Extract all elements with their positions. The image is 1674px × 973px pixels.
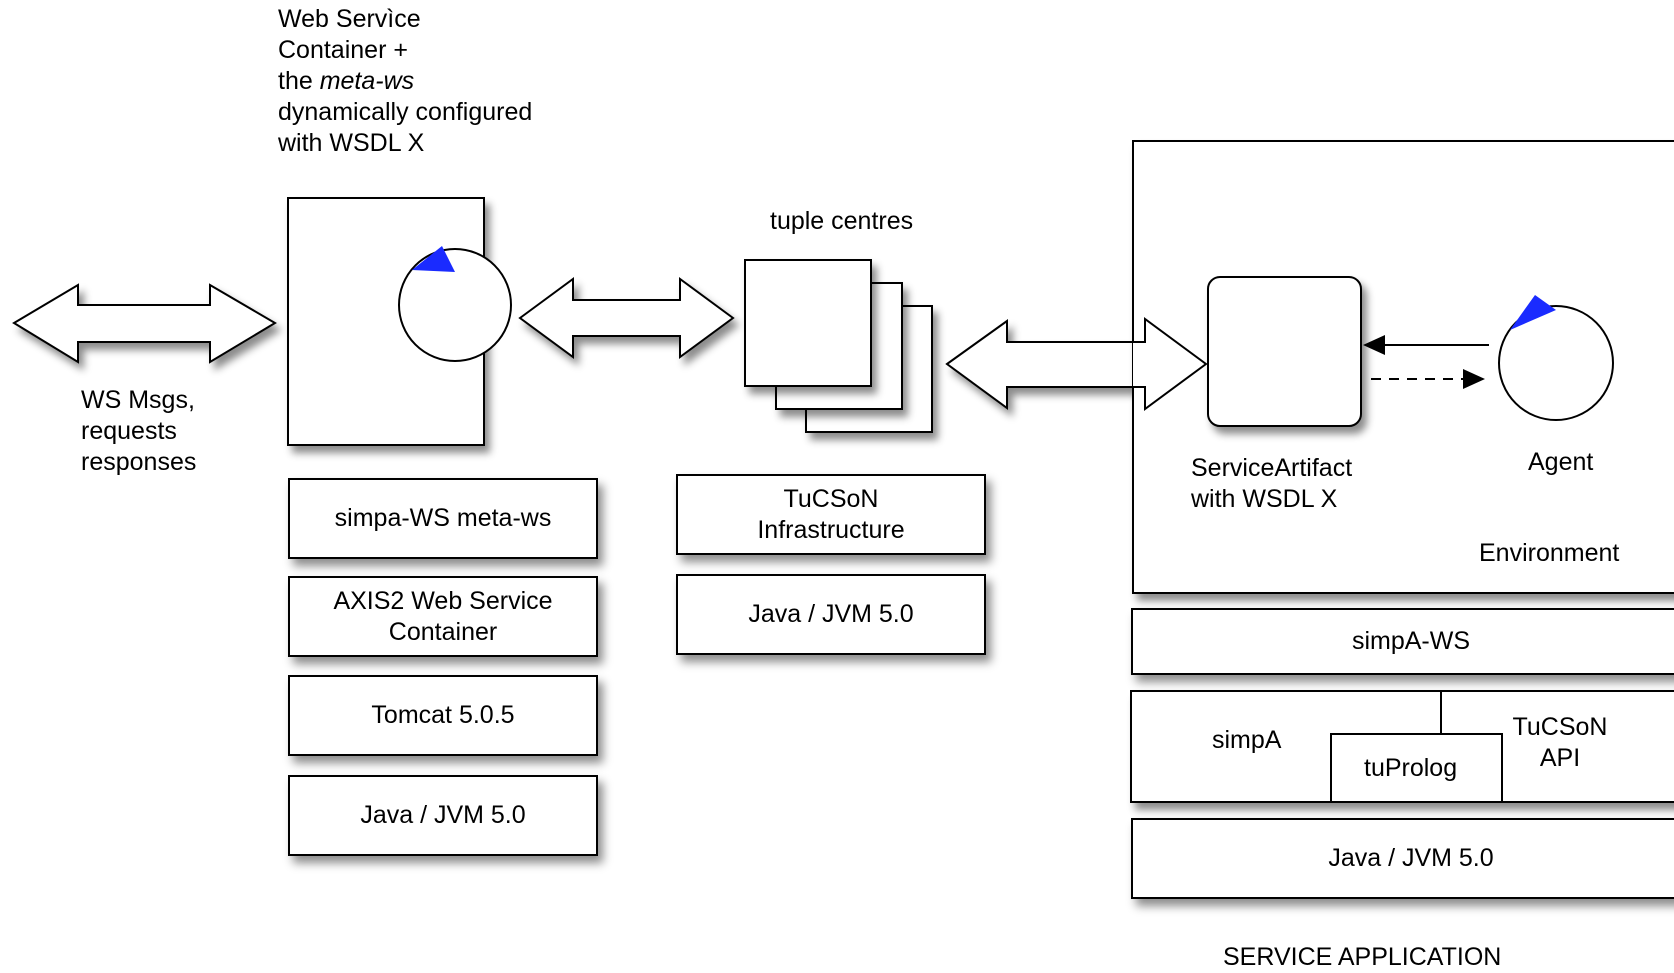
meta-ws-agent-circle — [398, 248, 512, 362]
simpa-ws-layer: simpA-WS — [1131, 608, 1674, 675]
container-label-line3: the meta-ws — [278, 66, 532, 97]
java-jvm-layer-middle: Java / JVM 5.0 — [676, 574, 986, 655]
agent-label: Agent — [1528, 448, 1594, 476]
java-jvm-layer-left: Java / JVM 5.0 — [288, 775, 598, 856]
ws-msgs-line3: responses — [81, 448, 197, 476]
ws-msgs-line1: WS Msgs, — [81, 386, 195, 414]
simpa-ws-meta-ws-label: simpa-WS meta-ws — [334, 504, 552, 532]
container-tuple-double-arrow — [518, 277, 735, 359]
tuple-centre-front — [744, 259, 872, 387]
axis2-layer: AXIS2 Web Service Container — [288, 576, 598, 657]
agent-circle — [1498, 305, 1614, 421]
ws-messages-double-arrow — [12, 283, 277, 364]
service-artifact-line1: ServiceArtifact — [1191, 454, 1353, 482]
java-jvm-label-middle: Java / JVM 5.0 — [748, 600, 914, 628]
tucson-api-line2: API — [1539, 744, 1581, 772]
tomcat-layer: Tomcat 5.0.5 — [288, 675, 598, 756]
container-label-line5: with WSDL X — [278, 129, 425, 157]
tuple-centres-label: tuple centres — [770, 207, 914, 235]
container-label-meta-ws: meta-ws — [319, 67, 415, 95]
service-application-label: SERVICE APPLICATION — [1223, 943, 1502, 971]
axis2-label-line1: AXIS2 Web Service — [333, 586, 553, 615]
java-jvm-label-right: Java / JVM 5.0 — [1328, 844, 1494, 872]
ws-msgs-label: WS Msgs, requests responses — [81, 385, 196, 478]
simpa-label: simpA — [1212, 726, 1282, 754]
service-artifact-label: ServiceArtifact with WSDL X — [1191, 453, 1352, 515]
agent-marker-icon — [1510, 295, 1556, 330]
meta-ws-agent-marker-icon — [412, 246, 455, 272]
tucson-infra-line2: Infrastructure — [757, 515, 905, 544]
service-artifact-box — [1207, 276, 1362, 427]
environment-label: Environment — [1479, 539, 1620, 567]
java-jvm-label-left: Java / JVM 5.0 — [360, 801, 526, 829]
tucson-infrastructure-layer: TuCSoN Infrastructure — [676, 474, 986, 555]
container-label-line2: Container + — [278, 36, 408, 64]
ws-msgs-line2: requests — [81, 417, 177, 445]
tucson-api-line1: TuCSoN — [1512, 713, 1608, 741]
tomcat-label: Tomcat 5.0.5 — [371, 701, 515, 729]
container-label-line3-prefix: the — [278, 67, 320, 95]
axis2-label-line2: Container — [388, 617, 498, 646]
simpa-ws-label: simpA-WS — [1351, 627, 1471, 655]
simpa-ws-meta-ws-layer: simpa-WS meta-ws — [288, 478, 598, 559]
tucson-infra-line1: TuCSoN — [783, 484, 879, 513]
container-label-line4: dynamically configured — [278, 98, 533, 126]
tuple-artifact-double-arrow-overlay — [1133, 319, 1206, 409]
tuple-artifact-arrow-head-outline — [1133, 317, 1208, 411]
service-artifact-line2: with WSDL X — [1191, 485, 1338, 513]
tuprolog-box — [1330, 733, 1503, 803]
container-label-line1: Web Servìce — [278, 5, 421, 33]
tucson-api-label: TuCSoN API — [1500, 712, 1620, 774]
java-jvm-layer-right: Java / JVM 5.0 — [1131, 818, 1674, 899]
container-label: Web Servìce Container + the meta-ws dyna… — [278, 4, 532, 159]
tuprolog-label: tuProlog — [1364, 754, 1458, 782]
